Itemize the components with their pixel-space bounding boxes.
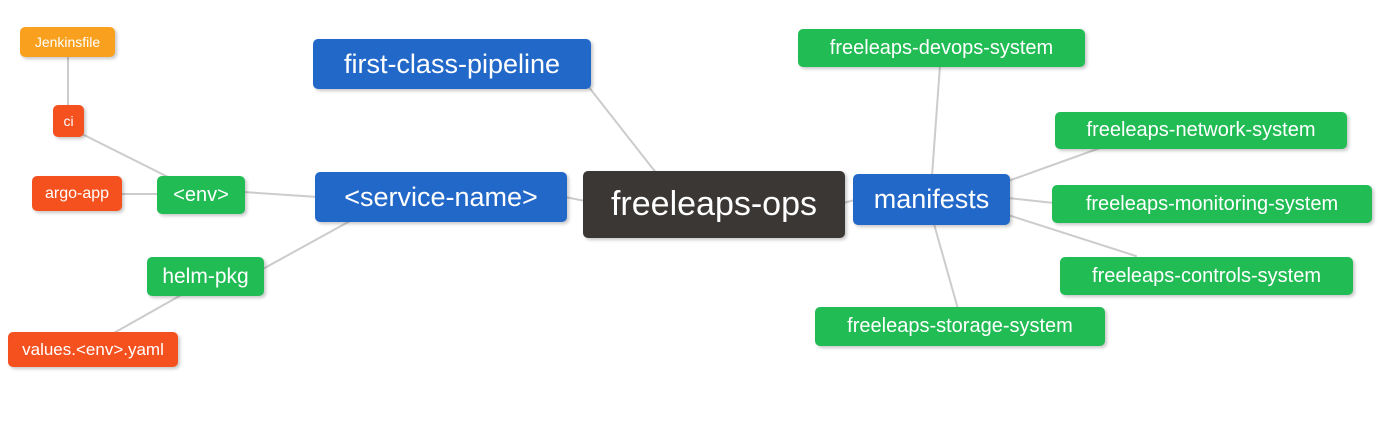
node-label: freeleaps-storage-system [847,315,1073,337]
edge-first-class-pipeline-to-freeleaps-ops [587,85,658,175]
node-values-env-yaml[interactable]: values.<env>.yaml [8,332,178,367]
node-freeleaps-network-system[interactable]: freeleaps-network-system [1055,112,1347,149]
edge-manifests-to-freeleaps-controls-system [1007,214,1137,257]
node-label: freeleaps-devops-system [829,36,1054,59]
edge-manifests-to-freeleaps-storage-system [933,223,959,310]
edge-manifests-to-freeleaps-monitoring-system [1007,197,1055,204]
node-label: values.<env>.yaml [22,339,164,359]
edge-values-env-yaml-to-helm-pkg [111,293,184,335]
node-freeleaps-controls-system[interactable]: freeleaps-controls-system [1060,257,1353,295]
node-label: helm-pkg [162,264,249,288]
node-label: freeleaps-network-system [1086,119,1316,141]
node-label: first-class-pipeline [343,48,561,79]
edge-ci-to-env [81,133,173,180]
node-label: freeleaps-monitoring-system [1085,192,1339,215]
node-freeleaps-devops-system[interactable]: freeleaps-devops-system [798,29,1085,67]
node-label: ci [63,113,74,129]
edge-manifests-to-freeleaps-devops-system [931,64,941,177]
node-label: argo-app [44,184,110,202]
node-first-class-pipeline[interactable]: first-class-pipeline [313,39,591,89]
node-argo-app[interactable]: argo-app [32,176,122,211]
edge-manifests-to-freeleaps-network-system [1007,147,1101,182]
node-jenkinsfile[interactable]: Jenkinsfile [20,27,115,57]
edge-helm-pkg-to-service-name [260,220,351,271]
node-label: <service-name> [344,181,538,212]
node-freeleaps-storage-system[interactable]: freeleaps-storage-system [815,307,1105,346]
node-label: Jenkinsfile [34,34,101,50]
node-label: freeleaps-ops [610,185,817,223]
node-manifests[interactable]: manifests [853,174,1010,225]
node-label: manifests [873,184,990,214]
node-label: <env> [173,183,229,206]
node-helm-pkg[interactable]: helm-pkg [147,257,264,296]
node-service-name[interactable]: <service-name> [315,172,567,222]
edge-service-name-to-freeleaps-ops [564,196,586,202]
node-freeleaps-monitoring-system[interactable]: freeleaps-monitoring-system [1052,185,1372,223]
node-env[interactable]: <env> [157,176,245,214]
node-freeleaps-ops[interactable]: freeleaps-ops [583,171,845,238]
edge-env-to-service-name [242,191,319,198]
node-label: freeleaps-controls-system [1092,264,1321,287]
node-ci[interactable]: ci [53,105,84,137]
